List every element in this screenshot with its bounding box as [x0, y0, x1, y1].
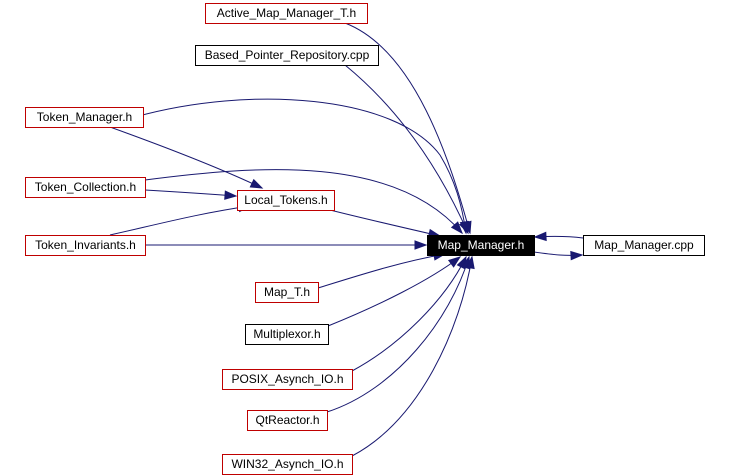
node-box	[205, 3, 368, 24]
node-based-pointer-repository-cpp[interactable]: Based_Pointer_Repository.cpp	[195, 45, 379, 66]
node-label: WIN32_Asynch_IO.h	[231, 457, 343, 471]
node-label: Multiplexor.h	[253, 327, 320, 341]
edge-multiplexor-h-to-map-manager-h	[327, 256, 462, 327]
node-box	[25, 235, 146, 256]
edge-map-manager-h-to-map-manager-cpp	[533, 250, 584, 261]
node-token-invariants-h[interactable]: Token_Invariants.h	[25, 235, 146, 256]
node-box	[583, 235, 705, 256]
node-label: Token_Manager.h	[37, 110, 132, 124]
arrowhead-icon	[249, 178, 264, 189]
node-label: Active_Map_Manager_T.h	[217, 6, 356, 20]
arrowhead-icon	[570, 250, 584, 261]
node-map-manager-h[interactable]: Map_Manager.h	[427, 235, 535, 256]
node-box	[427, 235, 535, 256]
node-label: POSIX_Asynch_IO.h	[231, 372, 343, 386]
node-posix-asynch-io-h[interactable]: POSIX_Asynch_IO.h	[222, 369, 353, 390]
arrowhead-icon	[450, 221, 463, 235]
arrowhead-icon	[447, 256, 462, 268]
node-win32-asynch-io-h[interactable]: WIN32_Asynch_IO.h	[222, 454, 353, 475]
edge-based-pointer-repository-cpp-to-map-manager-h	[344, 64, 469, 235]
edge-line	[144, 189, 237, 197]
node-qtreactor-h[interactable]: QtReactor.h	[247, 410, 328, 431]
edge-token-collection-h-to-map-manager-h	[144, 169, 463, 235]
node-box	[25, 107, 144, 128]
edge-line	[109, 205, 251, 236]
node-label: QtReactor.h	[255, 413, 319, 427]
node-box	[222, 369, 353, 390]
edge-line	[351, 256, 473, 457]
edges-layer	[109, 22, 584, 457]
edge-token-invariants-h-to-map-manager-h	[145, 240, 428, 250]
edge-token-manager-h-to-local-tokens-h	[109, 126, 264, 189]
node-map-t-h[interactable]: Map_T.h	[255, 282, 319, 303]
edge-line	[351, 256, 467, 372]
node-label: Token_Invariants.h	[35, 238, 136, 252]
edge-token-invariants-h-to-local-tokens-h	[109, 202, 252, 236]
node-box	[25, 177, 146, 198]
edge-line	[329, 209, 441, 237]
node-local-tokens-h[interactable]: Local_Tokens.h	[237, 190, 335, 211]
edge-posix-asynch-io-h-to-map-manager-h	[351, 255, 467, 372]
edge-token-collection-h-to-local-tokens-h	[144, 189, 238, 200]
edge-line	[344, 22, 471, 234]
edge-line	[327, 256, 461, 327]
node-label: Map_Manager.h	[438, 238, 525, 252]
node-label: Map_T.h	[264, 285, 310, 299]
node-active-map-manager-t-h[interactable]: Active_Map_Manager_T.h	[205, 3, 368, 24]
edge-line	[326, 256, 470, 413]
arrowhead-icon	[533, 231, 547, 242]
node-label: Token_Collection.h	[35, 180, 136, 194]
node-box	[245, 324, 329, 345]
arrowhead-icon	[465, 255, 475, 270]
node-label: Based_Pointer_Repository.cpp	[205, 48, 370, 62]
node-box	[247, 410, 328, 431]
nodes-layer: Active_Map_Manager_T.hBased_Pointer_Repo…	[25, 3, 705, 475]
edge-token-manager-h-to-map-manager-h	[134, 98, 469, 235]
node-map-manager-cpp[interactable]: Map_Manager.cpp	[583, 235, 705, 256]
arrowhead-icon	[459, 220, 469, 235]
node-token-manager-h[interactable]: Token_Manager.h	[25, 107, 144, 128]
node-box	[255, 282, 319, 303]
edge-map-manager-cpp-to-map-manager-h	[533, 231, 584, 242]
node-label: Map_Manager.cpp	[594, 238, 694, 252]
node-box	[237, 190, 335, 211]
edge-line	[144, 169, 463, 234]
edge-line	[109, 126, 263, 189]
edge-win32-asynch-io-h-to-map-manager-h	[351, 255, 475, 457]
edge-line	[344, 64, 469, 234]
node-box	[195, 45, 379, 66]
arrowhead-icon	[414, 240, 428, 250]
edge-map-t-h-to-map-manager-h	[317, 251, 447, 289]
edge-line	[134, 98, 467, 234]
edge-local-tokens-h-to-map-manager-h	[329, 209, 442, 239]
node-multiplexor-h[interactable]: Multiplexor.h	[245, 324, 329, 345]
node-label: Local_Tokens.h	[244, 193, 327, 207]
edge-line	[317, 253, 446, 289]
arrowhead-icon	[224, 190, 238, 200]
node-token-collection-h[interactable]: Token_Collection.h	[25, 177, 146, 198]
